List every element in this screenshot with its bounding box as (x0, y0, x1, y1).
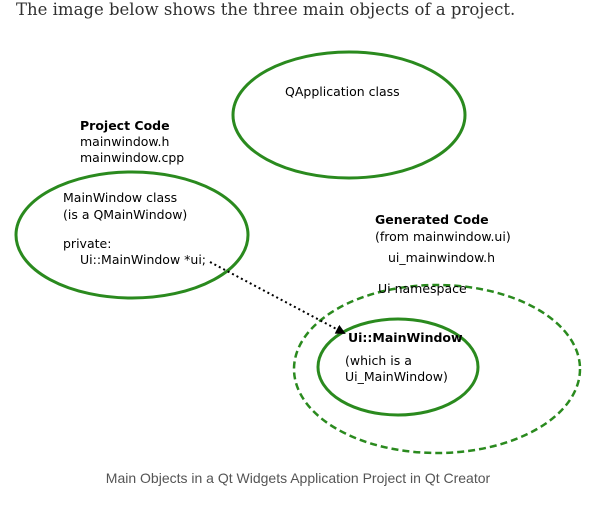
intro-text: The image below shows the three main obj… (16, 0, 516, 19)
mainwindow-private-label: private: (63, 236, 111, 251)
ui-namespace-suffix: namespace (391, 281, 467, 296)
mainwindow-ellipse (14, 170, 250, 300)
qapplication-label: QApplication class (285, 84, 400, 99)
project-file-source: mainwindow.cpp (80, 150, 184, 165)
qapplication-name: QApplication (285, 84, 365, 99)
generated-code-source: (from mainwindow.ui) (375, 229, 511, 244)
mainwindow-note: (is a QMainWindow) (63, 207, 187, 222)
project-file-header: mainwindow.h (80, 134, 169, 149)
ui-pointer-arrow (209, 261, 346, 334)
figure-caption: Main Objects in a Qt Widgets Application… (105, 470, 491, 486)
ui-namespace-label: Ui namespace (378, 281, 467, 296)
ui-mainwindow-name: Ui::MainWindow (348, 330, 463, 345)
qapplication-suffix: class (365, 84, 400, 99)
qapplication-ellipse (231, 50, 467, 180)
generated-code-file: ui_mainwindow.h (388, 250, 495, 265)
mainwindow-name: MainWindow (63, 190, 142, 205)
ui-mainwindow-note-line2: Ui_MainWindow) (345, 369, 448, 384)
ui-namespace-ellipse (292, 283, 582, 455)
ui-mainwindow-ellipse (316, 317, 480, 417)
mainwindow-label: MainWindow class (63, 190, 177, 205)
project-code-heading: Project Code (80, 118, 170, 133)
generated-code-heading: Generated Code (375, 212, 489, 227)
ui-namespace-name: Ui (378, 281, 391, 296)
mainwindow-suffix: class (142, 190, 177, 205)
ui-mainwindow-note-line1: (which is a (345, 353, 412, 368)
mainwindow-ui-member: Ui::MainWindow *ui; (80, 252, 206, 267)
